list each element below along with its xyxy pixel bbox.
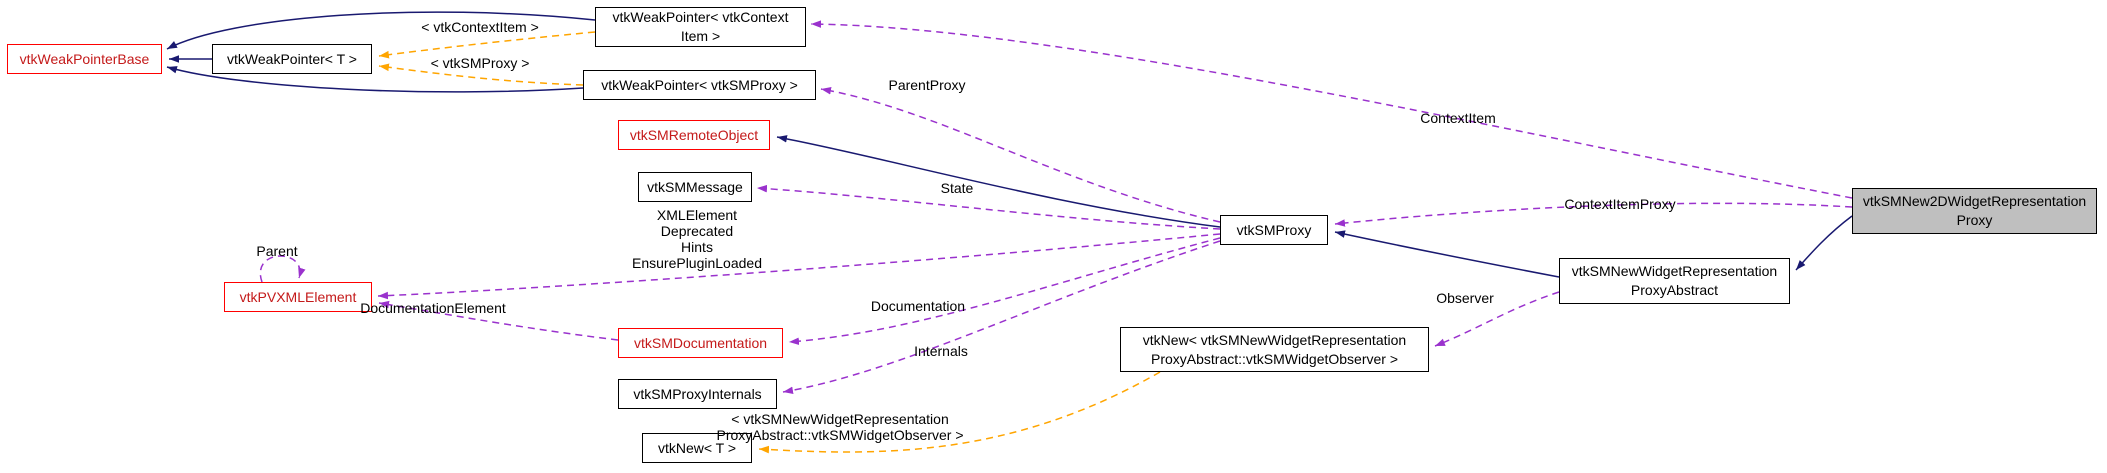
edge-label-template-contextitem: < vtkContextItem >	[421, 18, 539, 35]
edge-label-contextitem: ContextItem	[1420, 109, 1496, 126]
edge-label-template-smproxy: < vtkSMProxy >	[430, 54, 530, 71]
node-vtkSMProxy[interactable]: vtkSMProxy	[1220, 215, 1328, 245]
edge-label-line: Hints	[681, 239, 713, 255]
edge-usage-observer	[1434, 291, 1560, 347]
edge-label-internals: Internals	[914, 342, 968, 359]
edge-label-parentproxy: ParentProxy	[888, 76, 966, 93]
node-vtkWeakPointer-vtkContextItem[interactable]: vtkWeakPointer< vtkContext Item >	[595, 7, 806, 47]
edge-label-template-widgetobserver: < vtkSMNewWidgetRepresentation ProxyAbst…	[716, 411, 963, 443]
node-label: vtkSMProxyInternals	[633, 385, 762, 402]
edge-usage-contextitemproxy	[1334, 202, 1853, 227]
node-label: vtkSMProxy	[1236, 221, 1312, 238]
node-vtkSMRemoteObject[interactable]: vtkSMRemoteObject	[618, 120, 770, 150]
edge-usage-documentationelement	[378, 300, 619, 341]
edge-inherit-smproxy-to-smremoteobject	[776, 135, 1221, 228]
node-vtkSMProxyInternals[interactable]: vtkSMProxyInternals	[618, 379, 777, 409]
node-label: vtkWeakPointer< vtkContext	[612, 9, 789, 26]
node-label: vtkSMRemoteObject	[629, 126, 759, 143]
node-label: Item >	[680, 28, 721, 44]
node-vtkPVXMLElement[interactable]: vtkPVXMLElement	[224, 282, 372, 312]
edge-label-line: EnsurePluginLoaded	[632, 255, 762, 272]
node-label: vtkWeakPointer< vtkSMProxy >	[601, 76, 798, 93]
node-label: vtkPVXMLElement	[239, 288, 357, 305]
node-label: ProxyAbstract::vtkSMWidgetObserver >	[1150, 350, 1399, 367]
node-vtkWeakPointerBase[interactable]: vtkWeakPointerBase	[7, 44, 162, 74]
node-vtkSMNew2DWidgetRepresentationProxy: vtkSMNew2DWidgetRepresentation Proxy	[1852, 188, 2097, 234]
node-label: Proxy	[1956, 212, 1993, 228]
node-label: vtkWeakPointer< T >	[227, 50, 357, 67]
node-vtkWeakPointer-T[interactable]: vtkWeakPointer< T >	[212, 44, 372, 74]
node-vtkNew-widgetobserver[interactable]: vtkNew< vtkSMNewWidgetRepresentation Pro…	[1120, 327, 1429, 372]
node-vtkWeakPointer-vtkSMProxy[interactable]: vtkWeakPointer< vtkSMProxy >	[583, 70, 816, 100]
edge-template-contextitem	[378, 31, 596, 59]
edge-label-documentation: Documentation	[870, 297, 966, 314]
edge-label-parent: Parent	[256, 242, 298, 259]
edge-usage-parentproxy	[820, 87, 1221, 223]
edge-usage-documentation	[788, 237, 1221, 346]
edge-template-smproxy	[378, 63, 584, 86]
edge-label-state: State	[940, 179, 974, 196]
node-label: vtkWeakPointerBase	[19, 50, 150, 67]
node-vtkNew-T[interactable]: vtkNew< T >	[642, 433, 752, 463]
node-vtkSMNewWidgetRepresentationProxyAbstract[interactable]: vtkSMNewWidgetRepresentation ProxyAbstra…	[1559, 258, 1790, 304]
edge-label-contextitemproxy: ContextItemProxy	[1564, 195, 1676, 212]
edge-label-xml-group: XMLElement Deprecated Hints EnsurePlugin…	[632, 207, 762, 271]
node-label: vtkNew< T >	[657, 439, 737, 456]
node-label: vtkSMNew2DWidgetRepresentation	[1862, 193, 2087, 210]
edge-template-widgetobserver	[758, 371, 1161, 454]
edge-label-documentationelement: DocumentationElement	[360, 299, 506, 316]
edge-inherit-abstract-to-smproxy	[1334, 230, 1560, 278]
edge-usage-contextitem	[810, 20, 1853, 199]
edge-inherit-weakpointer-smproxy-to-base	[166, 66, 584, 93]
node-label: vtkSMDocumentation	[633, 334, 768, 351]
edge-usage-parent-selfloop	[259, 255, 306, 283]
edge-usage-internals	[782, 240, 1221, 395]
node-label: vtkNew< vtkSMNewWidgetRepresentation	[1142, 331, 1407, 348]
node-vtkSMDocumentation[interactable]: vtkSMDocumentation	[618, 328, 783, 358]
edge-label-line: ProxyAbstract::vtkSMWidgetObserver >	[716, 427, 964, 443]
edge-label-line: XMLElement	[656, 206, 738, 223]
node-label: ProxyAbstract	[1630, 282, 1719, 298]
node-label: vtkSMNewWidgetRepresentation	[1571, 263, 1778, 280]
edge-inherit-weakpointer-contextitem-to-base	[166, 11, 596, 50]
edge-usage-state	[756, 184, 1221, 230]
edge-label-observer: Observer	[1436, 289, 1494, 306]
node-vtkSMMessage[interactable]: vtkSMMessage	[638, 172, 752, 202]
edge-label-line: < vtkSMNewWidgetRepresentation	[731, 410, 949, 427]
edge-label-line: Deprecated	[660, 222, 734, 239]
edge-inherit-main-to-abstract	[1795, 215, 1853, 271]
node-label: vtkSMMessage	[647, 178, 743, 195]
